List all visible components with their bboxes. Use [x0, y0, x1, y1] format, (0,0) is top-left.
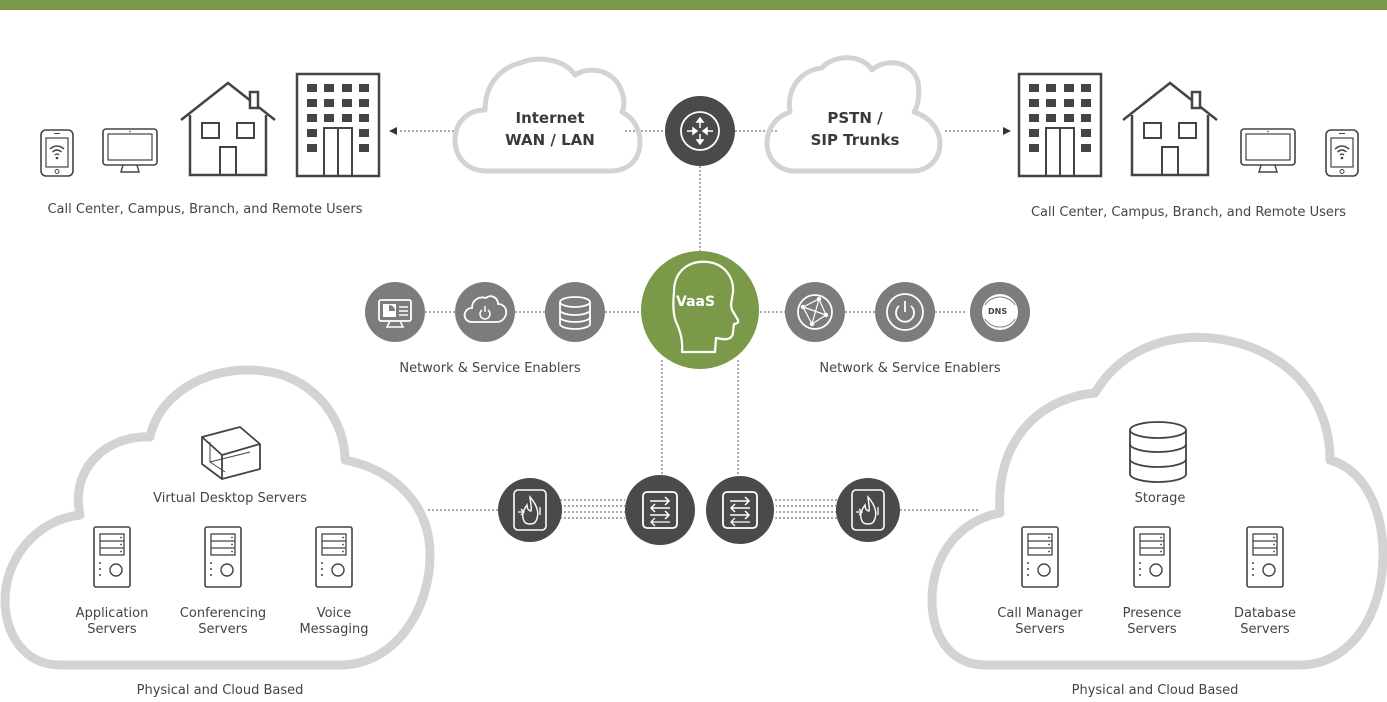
wan-cloud-shape	[452, 56, 643, 174]
wan-cloud-label: Internet WAN / LAN	[480, 107, 620, 151]
firewall-icon	[836, 478, 900, 542]
switch-icon	[704, 474, 776, 546]
office-building-icon	[295, 72, 381, 178]
dns-icon	[970, 282, 1030, 342]
connector-lines	[400, 130, 1000, 519]
server-label-line1: Conferencing	[179, 606, 267, 621]
conferencing-servers-label: Conferencing Servers	[168, 606, 278, 638]
database-icon	[545, 282, 605, 342]
left-cloud-caption: Physical and Cloud Based	[136, 683, 304, 698]
server-icon	[204, 526, 242, 588]
house-icon	[179, 81, 277, 177]
server-icon	[315, 526, 353, 588]
pstn-line1: PSTN /	[827, 109, 883, 127]
enablers-left-label: Network & Service Enablers	[399, 361, 581, 376]
monitor-icon	[102, 128, 158, 173]
monitor-icon	[1240, 128, 1296, 173]
cloud-power-icon	[455, 282, 515, 342]
server-icon	[1133, 526, 1171, 588]
dns-text: DNS	[988, 307, 1008, 316]
enablers-right-label: Network & Service Enablers	[819, 361, 1001, 376]
top-accent-bar	[0, 0, 1387, 10]
application-servers-label: Application Servers	[62, 606, 162, 638]
wan-line2: WAN / LAN	[505, 131, 595, 149]
arrow-left-icon	[389, 127, 397, 135]
call-manager-servers-label: Call Manager Servers	[985, 606, 1095, 638]
server-label-line2: Servers	[1127, 622, 1177, 637]
virtual-desktop-label: Virtual Desktop Servers	[153, 491, 307, 506]
router-icon	[665, 96, 735, 166]
pstn-cloud-label: PSTN / SIP Trunks	[785, 107, 925, 151]
presentation-icon	[365, 282, 425, 342]
server-label-line1: Voice	[316, 606, 352, 621]
storage-label: Storage	[1134, 491, 1186, 506]
office-building-icon	[1017, 72, 1103, 178]
server-label-line2: Servers	[198, 622, 248, 637]
vaas-label: VaaS	[676, 294, 716, 310]
server-label-line2: Servers	[87, 622, 137, 637]
presence-servers-label: Presence Servers	[1107, 606, 1197, 638]
server-label-line2: Servers	[1015, 622, 1065, 637]
server-label-line2: Messaging	[299, 622, 369, 637]
storage-database-icon	[1129, 421, 1187, 483]
left-cloud-shape	[0, 365, 435, 670]
network-globe-icon	[785, 282, 845, 342]
server-icon	[1246, 526, 1284, 588]
vaas-node	[641, 251, 759, 369]
voice-messaging-label: Voice Messaging	[289, 606, 379, 638]
server-label-line2: Servers	[1240, 622, 1290, 637]
tablet-icon	[40, 129, 74, 177]
database-servers-label: Database Servers	[1220, 606, 1310, 638]
right-cloud-shape	[927, 332, 1387, 670]
server-icon	[1021, 526, 1059, 588]
left-users-label: Call Center, Campus, Branch, and Remote …	[47, 202, 363, 217]
right-users-label: Call Center, Campus, Branch, and Remote …	[1030, 205, 1347, 220]
pstn-cloud-shape	[764, 55, 943, 174]
head-icon	[672, 260, 740, 354]
right-cloud-caption: Physical and Cloud Based	[1071, 683, 1239, 698]
firewall-icon	[498, 478, 562, 542]
virtual-box-icon	[201, 426, 261, 480]
switch-icon	[625, 475, 695, 545]
server-icon	[93, 526, 131, 588]
house-icon	[1121, 81, 1219, 177]
tablet-icon	[1325, 129, 1359, 177]
server-label-line1: Application	[75, 606, 149, 621]
arrow-right-icon	[1003, 127, 1011, 135]
server-label-line1: Presence	[1122, 606, 1182, 621]
pstn-line2: SIP Trunks	[810, 131, 900, 149]
server-label-line1: Database	[1233, 606, 1297, 621]
power-icon	[875, 282, 935, 342]
server-label-line1: Call Manager	[997, 606, 1083, 621]
wan-line1: Internet	[515, 109, 585, 127]
